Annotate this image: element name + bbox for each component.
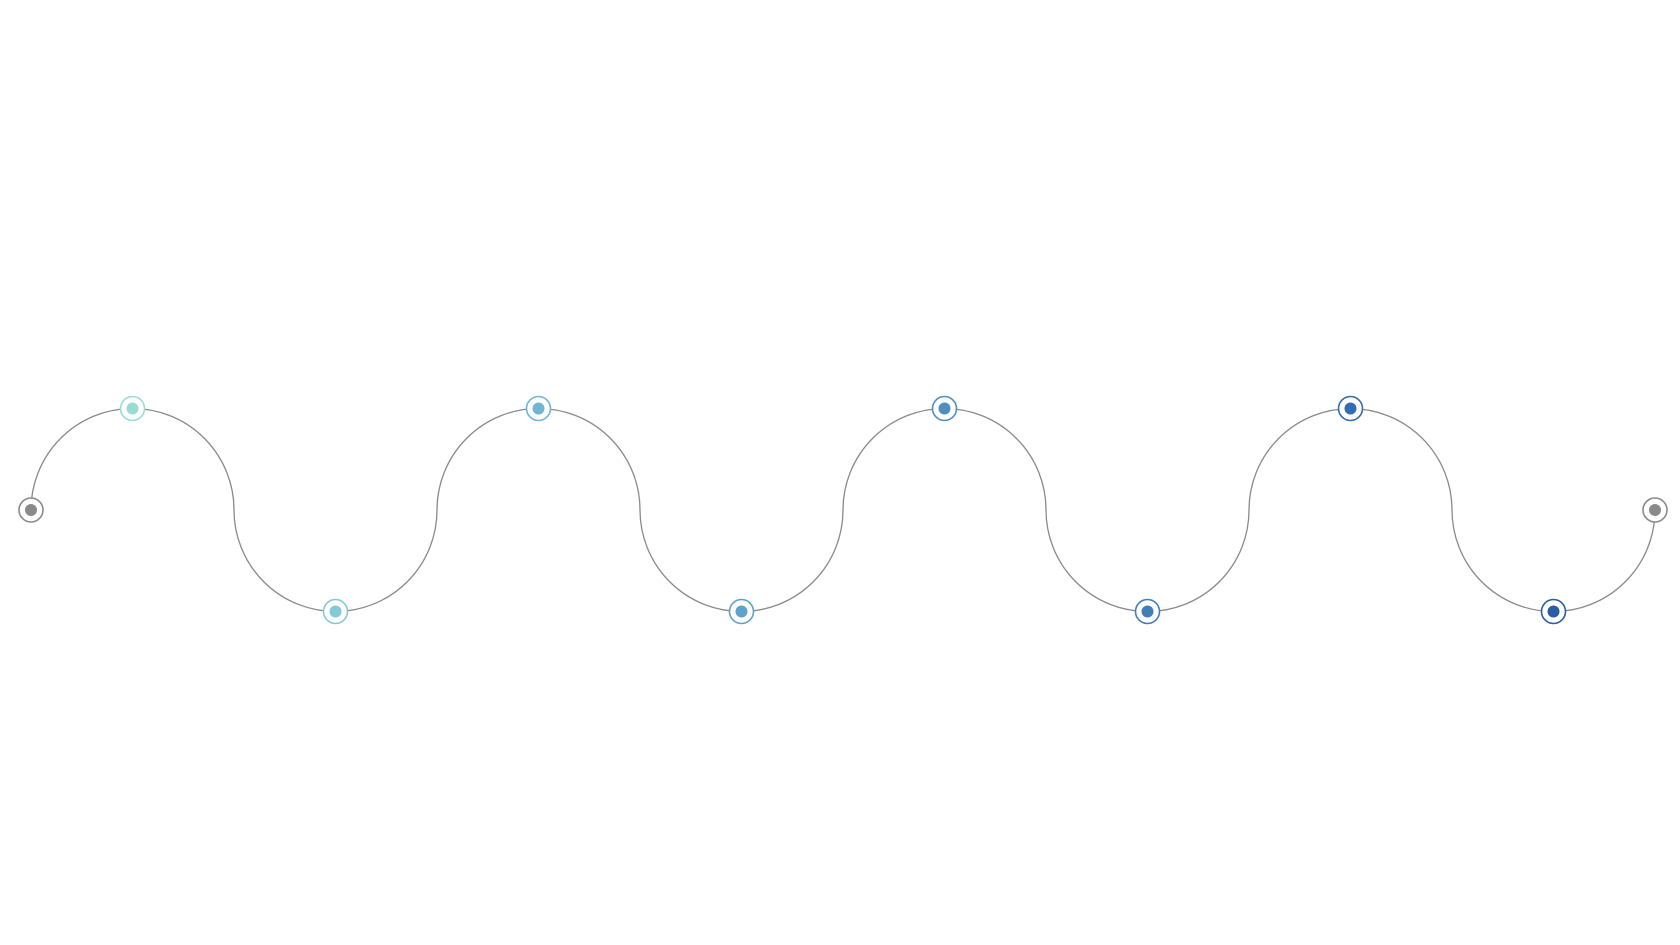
node-dot <box>329 605 342 618</box>
timeline-milestone-node <box>119 395 146 422</box>
timeline-milestone-node <box>1134 598 1161 625</box>
node-dot <box>938 402 951 415</box>
timeline-endpoint-node <box>18 497 44 523</box>
timeline-milestone-node <box>931 395 958 422</box>
timeline-milestone-node <box>1540 598 1567 625</box>
node-dot <box>735 605 748 618</box>
node-dot <box>1649 504 1661 516</box>
timeline-milestone-node <box>322 598 349 625</box>
node-dot <box>126 402 139 415</box>
node-dot <box>25 504 37 516</box>
timeline-nodes <box>18 395 1668 625</box>
wave-connector-line <box>30 407 1656 613</box>
node-dot <box>532 402 545 415</box>
node-dot <box>1141 605 1154 618</box>
timeline-milestone-node <box>728 598 755 625</box>
timeline-milestone-node <box>525 395 552 422</box>
timeline-milestone-node <box>1337 395 1364 422</box>
node-dot <box>1547 605 1560 618</box>
node-dot <box>1344 402 1357 415</box>
timeline-endpoint-node <box>1642 497 1668 523</box>
